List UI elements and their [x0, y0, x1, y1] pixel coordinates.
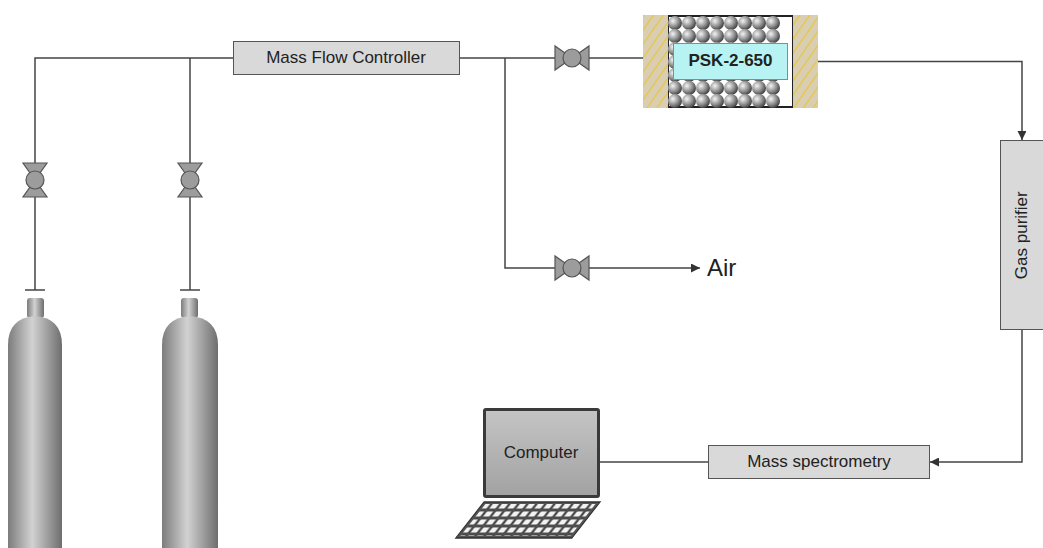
keyboard [456, 502, 600, 538]
node-label: PSK-2-650 [673, 43, 787, 79]
cylinder-connector [25, 289, 45, 291]
valve-symbol [555, 46, 589, 70]
reactor-column: PSK-2-650 [643, 15, 818, 108]
gas-cylinder [8, 298, 62, 548]
node-label: Mass Flow Controller [266, 48, 426, 68]
supply-lines [25, 58, 700, 290]
valve-symbol [555, 256, 589, 280]
node-label: Gas purifier [1012, 191, 1032, 279]
vent-line [505, 58, 700, 268]
outlet-label: Air [707, 254, 736, 282]
flow-line [818, 62, 1022, 141]
flow-line [460, 57, 644, 59]
process-box: Mass Flow Controller [233, 41, 460, 75]
process-box: Gas purifier [1000, 140, 1043, 330]
computer-screen: Computer [483, 408, 600, 498]
process-box: Mass spectrometry [708, 445, 930, 479]
node-label: Mass spectrometry [747, 452, 891, 472]
valve-symbol [23, 163, 47, 197]
supply-line [35, 58, 233, 290]
flow-line [600, 461, 709, 463]
gas-cylinder [162, 298, 218, 548]
valve-symbol [178, 163, 202, 197]
node-label: Computer [504, 443, 579, 463]
cylinder-connector [180, 289, 200, 291]
flow-line [930, 330, 1022, 462]
